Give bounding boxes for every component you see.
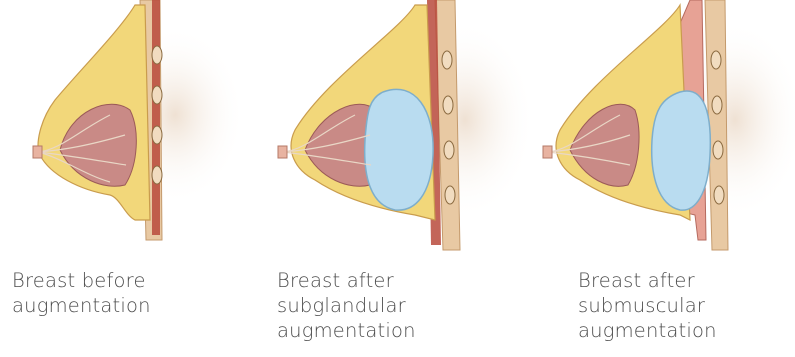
illustration-submuscular [530,0,795,260]
nipple [278,146,287,158]
panel-before-augmentation: Breast before augmentation [0,0,265,357]
caption-line: augmentation [12,293,151,318]
caption-line: Breast after [277,268,416,293]
caption-line: Breast before [12,268,151,293]
caption-before: Breast before augmentation [12,268,151,318]
muscle-layer [152,0,160,235]
caption-line: augmentation [578,318,717,343]
caption-line: Breast after [578,268,717,293]
caption-subglandular: Breast after subglandular augmentation [277,268,416,343]
illustration-before [0,0,265,260]
nipple [33,146,42,158]
caption-line: subglandular [277,293,416,318]
panel-submuscular-augmentation: Breast after submuscular augmentation [530,0,795,357]
illustration-subglandular [265,0,530,260]
caption-line: submuscular [578,293,717,318]
implant [652,91,711,210]
caption-submuscular: Breast after submuscular augmentation [578,268,717,343]
nipple [543,146,552,158]
caption-line: augmentation [277,318,416,343]
panel-subglandular-augmentation: Breast after subglandular augmentation [265,0,530,357]
implant [365,89,433,210]
